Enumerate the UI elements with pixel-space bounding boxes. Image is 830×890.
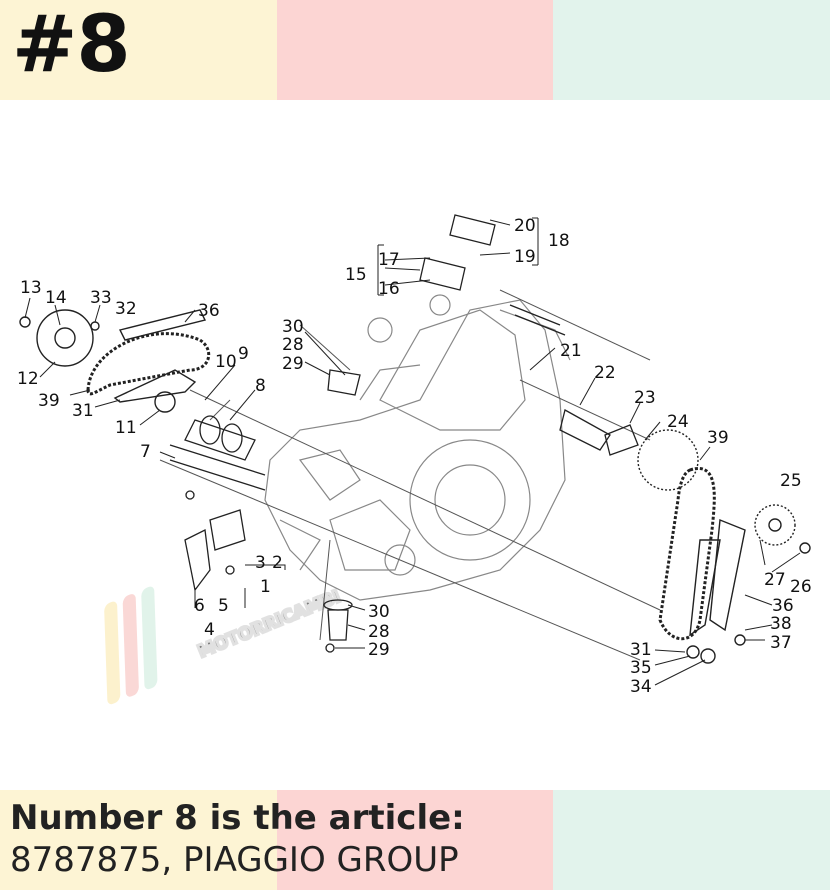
- footer-band-pink: [276, 790, 554, 890]
- rocker-assembly: [327, 214, 639, 456]
- callout-10: 10: [215, 352, 237, 372]
- callout-29-top: 29: [282, 354, 304, 374]
- callout-5: 5: [218, 596, 229, 616]
- header-band: [0, 0, 830, 100]
- callout-36-left: 36: [198, 301, 220, 321]
- callout-35: 35: [630, 658, 652, 678]
- header-band-mint: [553, 0, 830, 100]
- left-timing-assembly: [19, 309, 211, 413]
- callout-30-top: 30: [282, 317, 304, 337]
- camshafts: [169, 415, 266, 491]
- footer-caption: Number 8 is the article:: [10, 798, 465, 838]
- engine-crankcase: [264, 294, 571, 601]
- right-timing-assembly: [637, 429, 811, 664]
- callout-8: 8: [255, 376, 266, 396]
- callout-25: 25: [780, 471, 802, 491]
- callout-39-right: 39: [707, 428, 729, 448]
- lower-left-parts: [184, 490, 246, 592]
- callout-30-bottom: 30: [368, 602, 390, 622]
- callout-39-left: 39: [38, 391, 60, 411]
- leader-lines: [159, 289, 661, 661]
- callout-19: 19: [514, 247, 536, 267]
- callout-17: 17: [378, 250, 400, 270]
- callout-33: 33: [90, 288, 112, 308]
- callout-4: 4: [204, 620, 215, 640]
- page-title: #8: [12, 0, 131, 90]
- callout-15: 15: [345, 265, 367, 285]
- callout-11: 11: [115, 418, 137, 438]
- callout-labels: 13 14 33 32 36 12 39 31 11 10 9 8 7 30 2…: [17, 216, 812, 697]
- footer-band-mint: [553, 790, 830, 890]
- callout-28-top: 28: [282, 335, 304, 355]
- callout-2: 2: [272, 553, 283, 573]
- bottom-tensioner: [323, 599, 353, 653]
- header-band-yellow: [0, 0, 277, 100]
- callout-18: 18: [548, 231, 570, 251]
- callout-31-left: 31: [72, 401, 94, 421]
- bracket-lines: [24, 217, 801, 686]
- callout-22: 22: [594, 363, 616, 383]
- callout-32: 32: [115, 299, 137, 319]
- callout-36-right: 36: [772, 596, 794, 616]
- callout-23: 23: [634, 388, 656, 408]
- callout-38: 38: [770, 614, 792, 634]
- callout-24: 24: [667, 412, 689, 432]
- callout-9: 9: [238, 344, 249, 364]
- callout-1: 1: [260, 577, 271, 597]
- callout-13: 13: [20, 278, 42, 298]
- callout-37: 37: [770, 633, 792, 653]
- callout-21: 21: [560, 341, 582, 361]
- exploded-parts-diagram: MOTORRICAMBI: [17, 214, 812, 705]
- footer-article-number: 8787875, PIAGGIO GROUP: [10, 840, 459, 880]
- footer-band-yellow: [0, 790, 277, 890]
- callout-27: 27: [764, 570, 786, 590]
- callout-6: 6: [194, 596, 205, 616]
- callout-26: 26: [790, 577, 812, 597]
- footer-band: [0, 790, 830, 890]
- callout-16: 16: [378, 279, 400, 299]
- callout-3: 3: [255, 553, 266, 573]
- callout-12: 12: [17, 369, 39, 389]
- header-band-pink: [276, 0, 554, 100]
- callout-14: 14: [45, 288, 67, 308]
- watermark: MOTORRICAMBI: [104, 585, 345, 705]
- callout-31-right: 31: [630, 640, 652, 660]
- callout-28-bottom: 28: [368, 622, 390, 642]
- callout-34: 34: [630, 677, 652, 697]
- callout-29-bottom: 29: [368, 640, 390, 660]
- callout-7: 7: [140, 442, 151, 462]
- callout-20: 20: [514, 216, 536, 236]
